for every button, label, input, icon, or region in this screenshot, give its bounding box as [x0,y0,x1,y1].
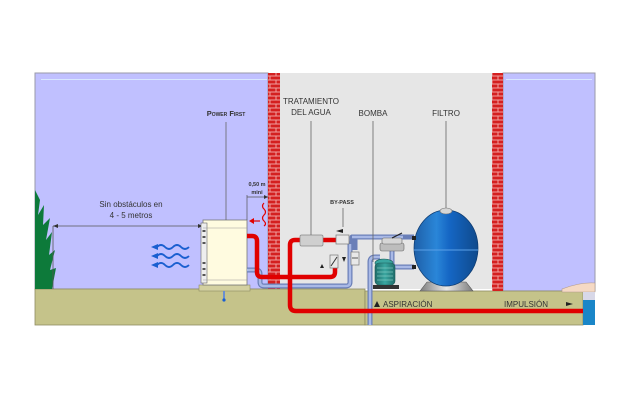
triangle-down-icon [342,257,346,262]
pool [561,282,596,325]
drain-drop [222,298,226,302]
outdoor-area-right [502,72,596,292]
filter-tank [412,207,479,292]
obstacles-label-line1: Sin obstáculos en [99,200,162,209]
airflow-wave-arrows-icon [151,244,190,268]
clearance-dimension [246,195,268,220]
obstacles-label-line2: 4 - 5 metros [110,211,153,220]
discharge-label: IMPULSIÓN [504,300,548,309]
filter-label: FILTRO [432,109,460,118]
pump [373,258,399,289]
bypass-label: BY-PASS [330,200,354,206]
clearance-label-line2: mini [251,190,263,196]
heat-pump-unit [200,219,248,286]
heat-pump-label: Power First [207,109,246,118]
heat-wave-icon [249,202,267,227]
suction-triangle-up-icon [374,301,380,307]
multiport-valve [379,232,405,252]
obstacle-dimension [52,224,203,289]
water-treatment-unit [299,234,324,247]
ground-left [34,288,366,326]
ground-right [364,290,584,326]
brick-wall-left [268,73,280,289]
heat-pump-base [198,284,251,292]
clearance-label-line1: 0,50 m [248,182,265,188]
treatment-label-line2: DEL AGUA [291,108,331,117]
vegetation [35,190,56,289]
bypass-valves [320,229,360,269]
triangle-up-icon [320,264,324,268]
outdoor-highlight-left [41,79,267,80]
treatment-label-line1: TRATAMIENTO [283,97,339,106]
brick-wall-right [492,73,503,291]
pump-label: BOMBA [359,109,389,118]
triangle-left-icon [336,229,343,233]
suction-label: ASPIRACIÓN [383,300,433,309]
discharge-triangle-right-icon [566,302,573,306]
outdoor-highlight-right [506,79,592,80]
